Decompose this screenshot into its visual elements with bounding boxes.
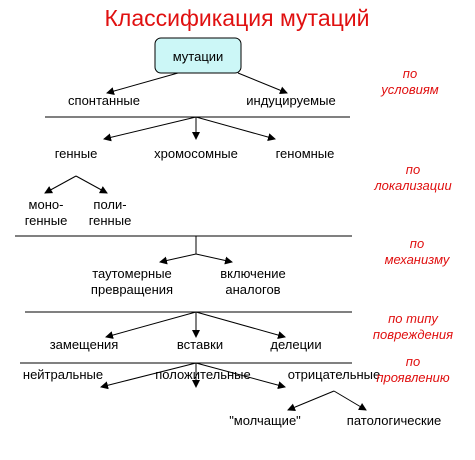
node-genomic: геномные (276, 146, 335, 161)
arrow-to-tautomeric (159, 253, 197, 265)
node-pathological: патологические (347, 413, 441, 428)
arrow-to-genic (103, 116, 197, 142)
node-chromosomal: хромосомные (154, 146, 238, 161)
node-negative: отрицательные (288, 367, 381, 382)
arrow-to-pathological (333, 390, 367, 411)
arrow-to-neutral (100, 362, 197, 390)
node-spontaneous: спонтанные (68, 93, 140, 108)
arrow-to-silent (287, 390, 335, 412)
arrow-to-deletion (195, 311, 286, 339)
node-neutral: нейтральные (23, 367, 103, 382)
arrow-root-to-induced (237, 72, 288, 95)
root-box (154, 37, 242, 74)
node-positive: положительные (155, 367, 250, 382)
node-deletion: делеции (270, 337, 321, 352)
arrow-to-negative (195, 362, 286, 390)
node-substitution: замещения (50, 337, 119, 352)
connectors (15, 72, 367, 412)
node-insertion: вставки (177, 337, 223, 352)
node-polygenic: поли-генные (89, 197, 132, 228)
arrow-to-substitution (105, 311, 197, 339)
node-monogenic: моно-генные (25, 197, 68, 228)
node-induced: индуцируемые (246, 93, 335, 108)
node-silent: "молчащие" (229, 413, 301, 428)
arrow-to-genomic (195, 116, 276, 141)
arrow-to-polygenic (75, 175, 108, 194)
arrow-to-monogenic (44, 175, 77, 194)
nodes: Классификация мутаций мутации спонтанные ин… (23, 5, 441, 428)
root-label: мутации (173, 49, 224, 64)
node-genic: генные (55, 146, 98, 161)
arrow-to-analogues (195, 253, 233, 265)
page-title: Классификация мутаций (105, 5, 370, 31)
arrow-root-to-spontaneous (106, 72, 179, 95)
